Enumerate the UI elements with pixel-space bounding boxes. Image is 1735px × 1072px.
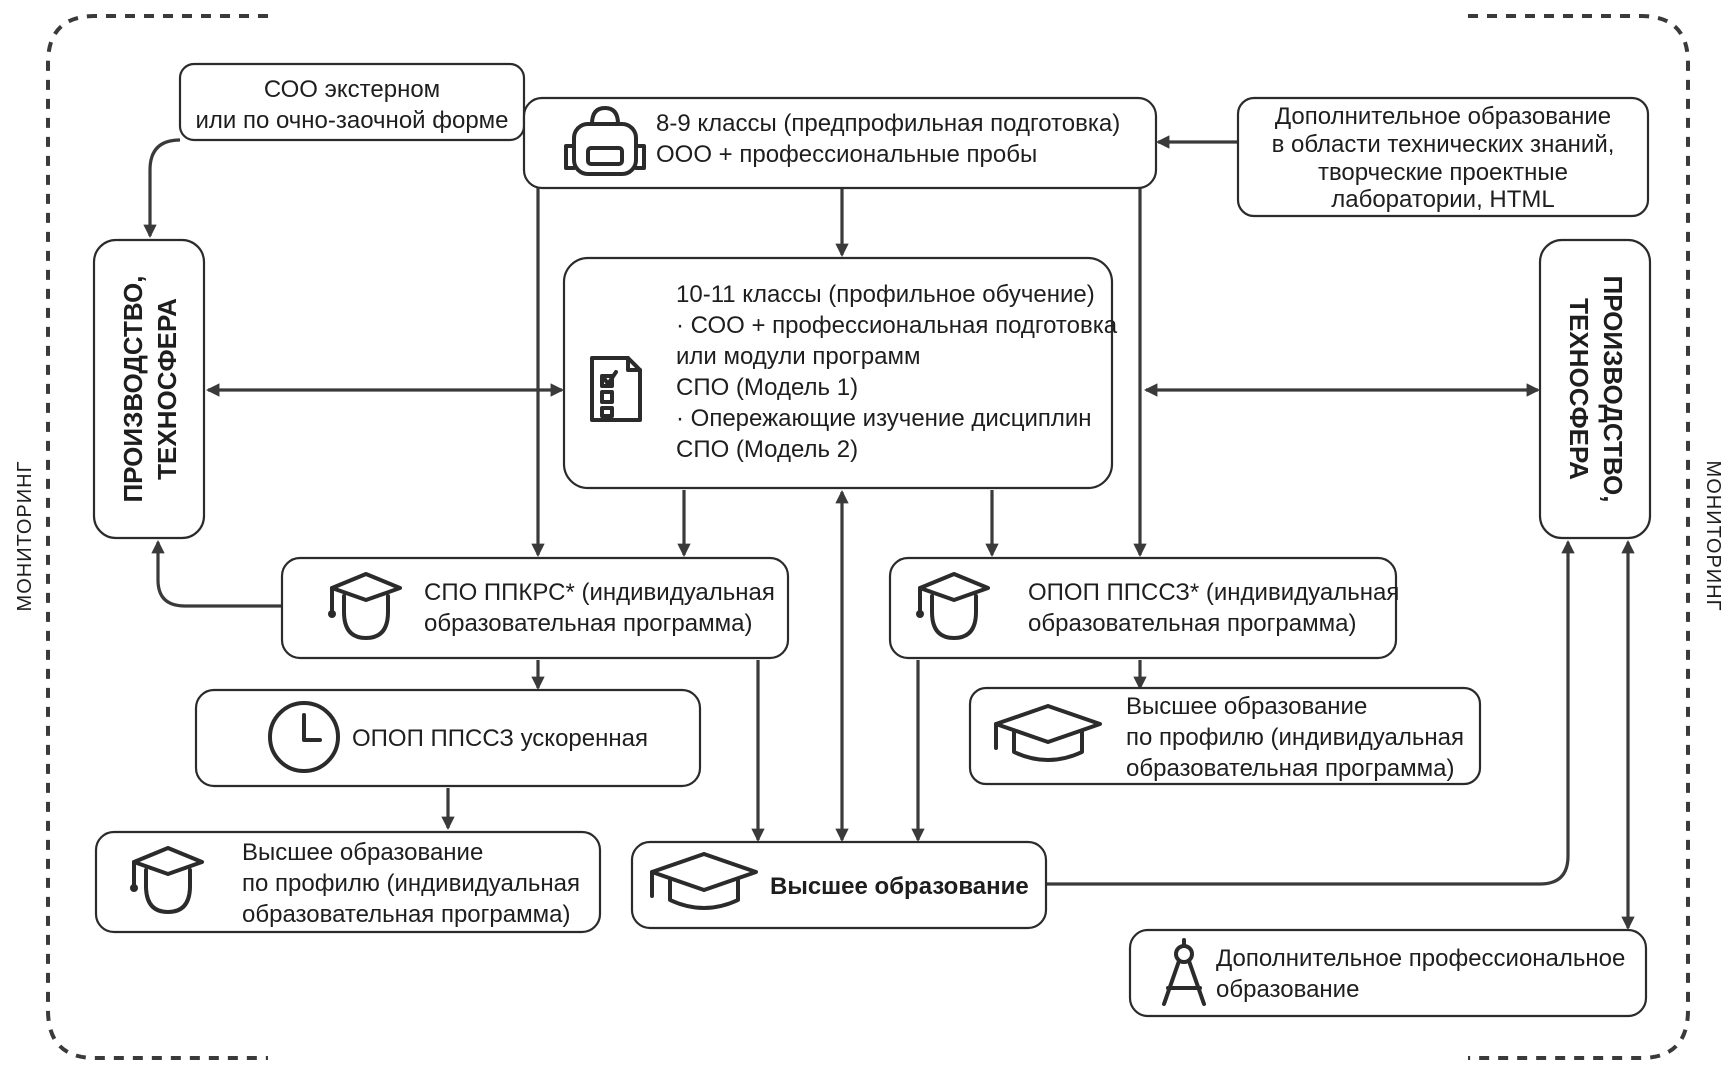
graduate-icon xyxy=(130,846,204,914)
arrow-higher-to-production-right xyxy=(1046,539,1575,886)
spo-ppkrs-box: СПО ППКРС* (индивидуальная образовательн… xyxy=(280,556,790,660)
additional-professional-box: Дополнительное профессиональное образова… xyxy=(1128,928,1648,1018)
monitoring-label-right: МОНИТОРИНГ xyxy=(1702,461,1724,612)
grades-10-11-box: 10-11 классы (профильное обучение) · СОО… xyxy=(562,256,1118,490)
monitoring-frame-top-right xyxy=(1468,14,1690,1060)
soo-extern-line-1: СОО экстерном xyxy=(264,76,440,103)
higher-profile-left-line-3: образовательная программа) xyxy=(242,901,570,928)
mortarboard-icon xyxy=(650,852,758,910)
production-left-line-2: ТЕХНОСФЕРА xyxy=(152,298,182,480)
grades-10-11-line-6: СПО (Модель 2) xyxy=(676,436,858,463)
connectors xyxy=(143,135,1635,931)
production-left-box: ПРОИЗВОДСТВО, ТЕХНОСФЕРА xyxy=(92,238,206,540)
grades-8-9-line-1: 8-9 классы (предпрофильная подготовка) xyxy=(656,110,1120,137)
additional-education-line-1: Дополнительное образование xyxy=(1275,103,1611,130)
monitoring-frame-top-left xyxy=(46,14,268,1060)
opop-accelerated-text: ОПОП ППССЗ ускоренная xyxy=(352,725,648,752)
higher-profile-left-line-1: Высшее образование xyxy=(242,839,483,866)
grades-8-9-box: 8-9 классы (предпрофильная подготовка) О… xyxy=(522,96,1158,190)
additional-education-line-3: творческие проектные xyxy=(1318,159,1568,186)
production-left-line-1: ПРОИЗВОДСТВО, xyxy=(118,275,148,502)
higher-profile-left-line-2: по профилю (индивидуальная xyxy=(242,870,580,897)
opop-ppssz-line-1: ОПОП ППССЗ* (индивидуальная xyxy=(1028,579,1399,606)
spo-ppkrs-line-1: СПО ППКРС* (индивидуальная xyxy=(424,579,775,606)
production-right-line-1: ПРОИЗВОДСТВО, xyxy=(1598,275,1628,502)
opop-ppssz-box: ОПОП ППССЗ* (индивидуальная образователь… xyxy=(888,556,1399,660)
graduate-icon xyxy=(916,572,990,640)
mortarboard-icon xyxy=(994,704,1102,762)
higher-education-text: Высшее образование xyxy=(770,873,1029,900)
grades-10-11-line-5: · Опережающие изучение дисциплин xyxy=(676,405,1092,432)
arrow-spo-to-production xyxy=(151,539,282,608)
backpack-icon xyxy=(564,106,646,176)
higher-profile-right-box: Высшее образование по профилю (индивидуа… xyxy=(968,686,1482,786)
spo-ppkrs-line-2: образовательная программа) xyxy=(424,610,752,637)
arrow-soo-to-production xyxy=(143,138,181,239)
opop-ppssz-line-2: образовательная программа) xyxy=(1028,610,1356,637)
higher-education-box: Высшее образование xyxy=(630,840,1048,930)
production-right-line-2: ТЕХНОСФЕРА xyxy=(1564,298,1594,480)
monitoring-label-left: МОНИТОРИНГ xyxy=(14,461,36,612)
soo-extern-box: СОО экстерном или по очно-заочной форме xyxy=(178,62,526,142)
opop-accelerated-box: ОПОП ППССЗ ускоренная xyxy=(194,688,702,788)
higher-profile-right-line-2: по профилю (индивидуальная xyxy=(1126,724,1464,751)
higher-profile-right-line-1: Высшее образование xyxy=(1126,693,1367,720)
clock-icon xyxy=(268,701,340,773)
grades-10-11-line-1: 10-11 классы (профильное обучение) xyxy=(676,281,1095,308)
graduate-icon xyxy=(328,572,402,640)
production-right-box: ПРОИЗВОДСТВО, ТЕХНОСФЕРА xyxy=(1538,238,1652,540)
grades-10-11-line-3: или модули программ xyxy=(676,343,921,370)
additional-education-line-4: лаборатории, HTML xyxy=(1331,186,1555,213)
additional-professional-line-1: Дополнительное профессиональное xyxy=(1216,945,1625,972)
higher-profile-left-box: Высшее образование по профилю (индивидуа… xyxy=(94,830,602,934)
additional-professional-line-2: образование xyxy=(1216,976,1359,1003)
grades-10-11-line-4: СПО (Модель 1) xyxy=(676,374,858,401)
grades-8-9-line-2: ООО + профессиональные пробы xyxy=(656,141,1037,168)
higher-profile-right-line-3: образовательная программа) xyxy=(1126,755,1454,782)
soo-extern-line-2: или по очно-заочной форме xyxy=(195,107,508,134)
compass-icon xyxy=(1162,938,1206,1006)
additional-education-box: Дополнительное образование в области тех… xyxy=(1236,96,1650,218)
grades-10-11-line-2: · СОО + профессиональная подготовка xyxy=(676,312,1118,339)
checklist-icon xyxy=(590,356,642,422)
additional-education-line-2: в области технических знаний, xyxy=(1272,131,1615,158)
